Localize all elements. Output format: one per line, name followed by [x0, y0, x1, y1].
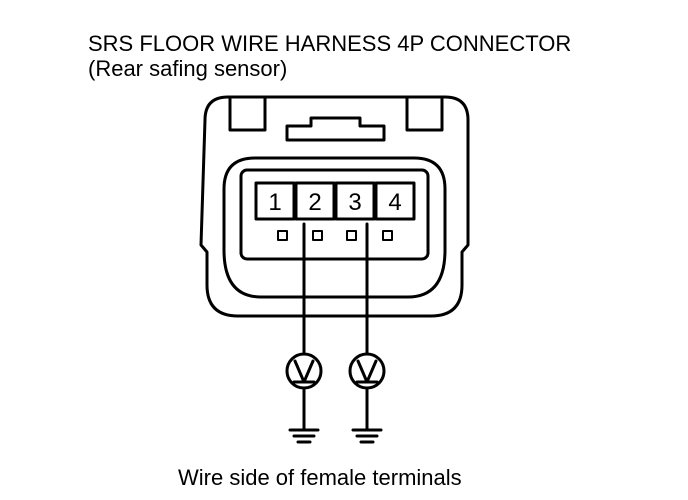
- terminal-boxes: [254, 181, 416, 221]
- pin-hole-3: [346, 230, 357, 241]
- terminal-box-4: [374, 181, 416, 221]
- voltmeter-left: [285, 352, 323, 390]
- terminal-label-1: 1: [268, 189, 281, 216]
- terminal-cavity-frame: [239, 168, 430, 261]
- connector-housing-outer: [199, 95, 470, 318]
- diagram-caption: Wire side of female terminals: [178, 465, 462, 490]
- terminal-box-1: [254, 181, 296, 221]
- pin-hole-1: [277, 230, 288, 241]
- pin-holes: [277, 230, 393, 241]
- diagram-subtitle: (Rear safing sensor): [88, 56, 288, 81]
- terminal-box-2: [294, 181, 336, 221]
- ground-symbol-left: [288, 428, 320, 444]
- right-latch-tab: [405, 97, 444, 132]
- ground-symbol-right: [351, 428, 383, 444]
- terminal-label-4: 4: [388, 189, 401, 216]
- locking-slot: [285, 116, 386, 142]
- left-latch-tab: [228, 97, 267, 132]
- diagram-title: SRS FLOOR WIRE HARNESS 4P CONNECTOR: [88, 31, 572, 56]
- terminal-label-2: 2: [308, 189, 321, 216]
- voltmeter-right: [348, 352, 386, 390]
- connector-housing-inner: [222, 156, 447, 299]
- terminal-label-3: 3: [348, 189, 361, 216]
- pin-hole-2: [312, 230, 323, 241]
- terminal-box-3: [334, 181, 376, 221]
- pin-hole-4: [382, 230, 393, 241]
